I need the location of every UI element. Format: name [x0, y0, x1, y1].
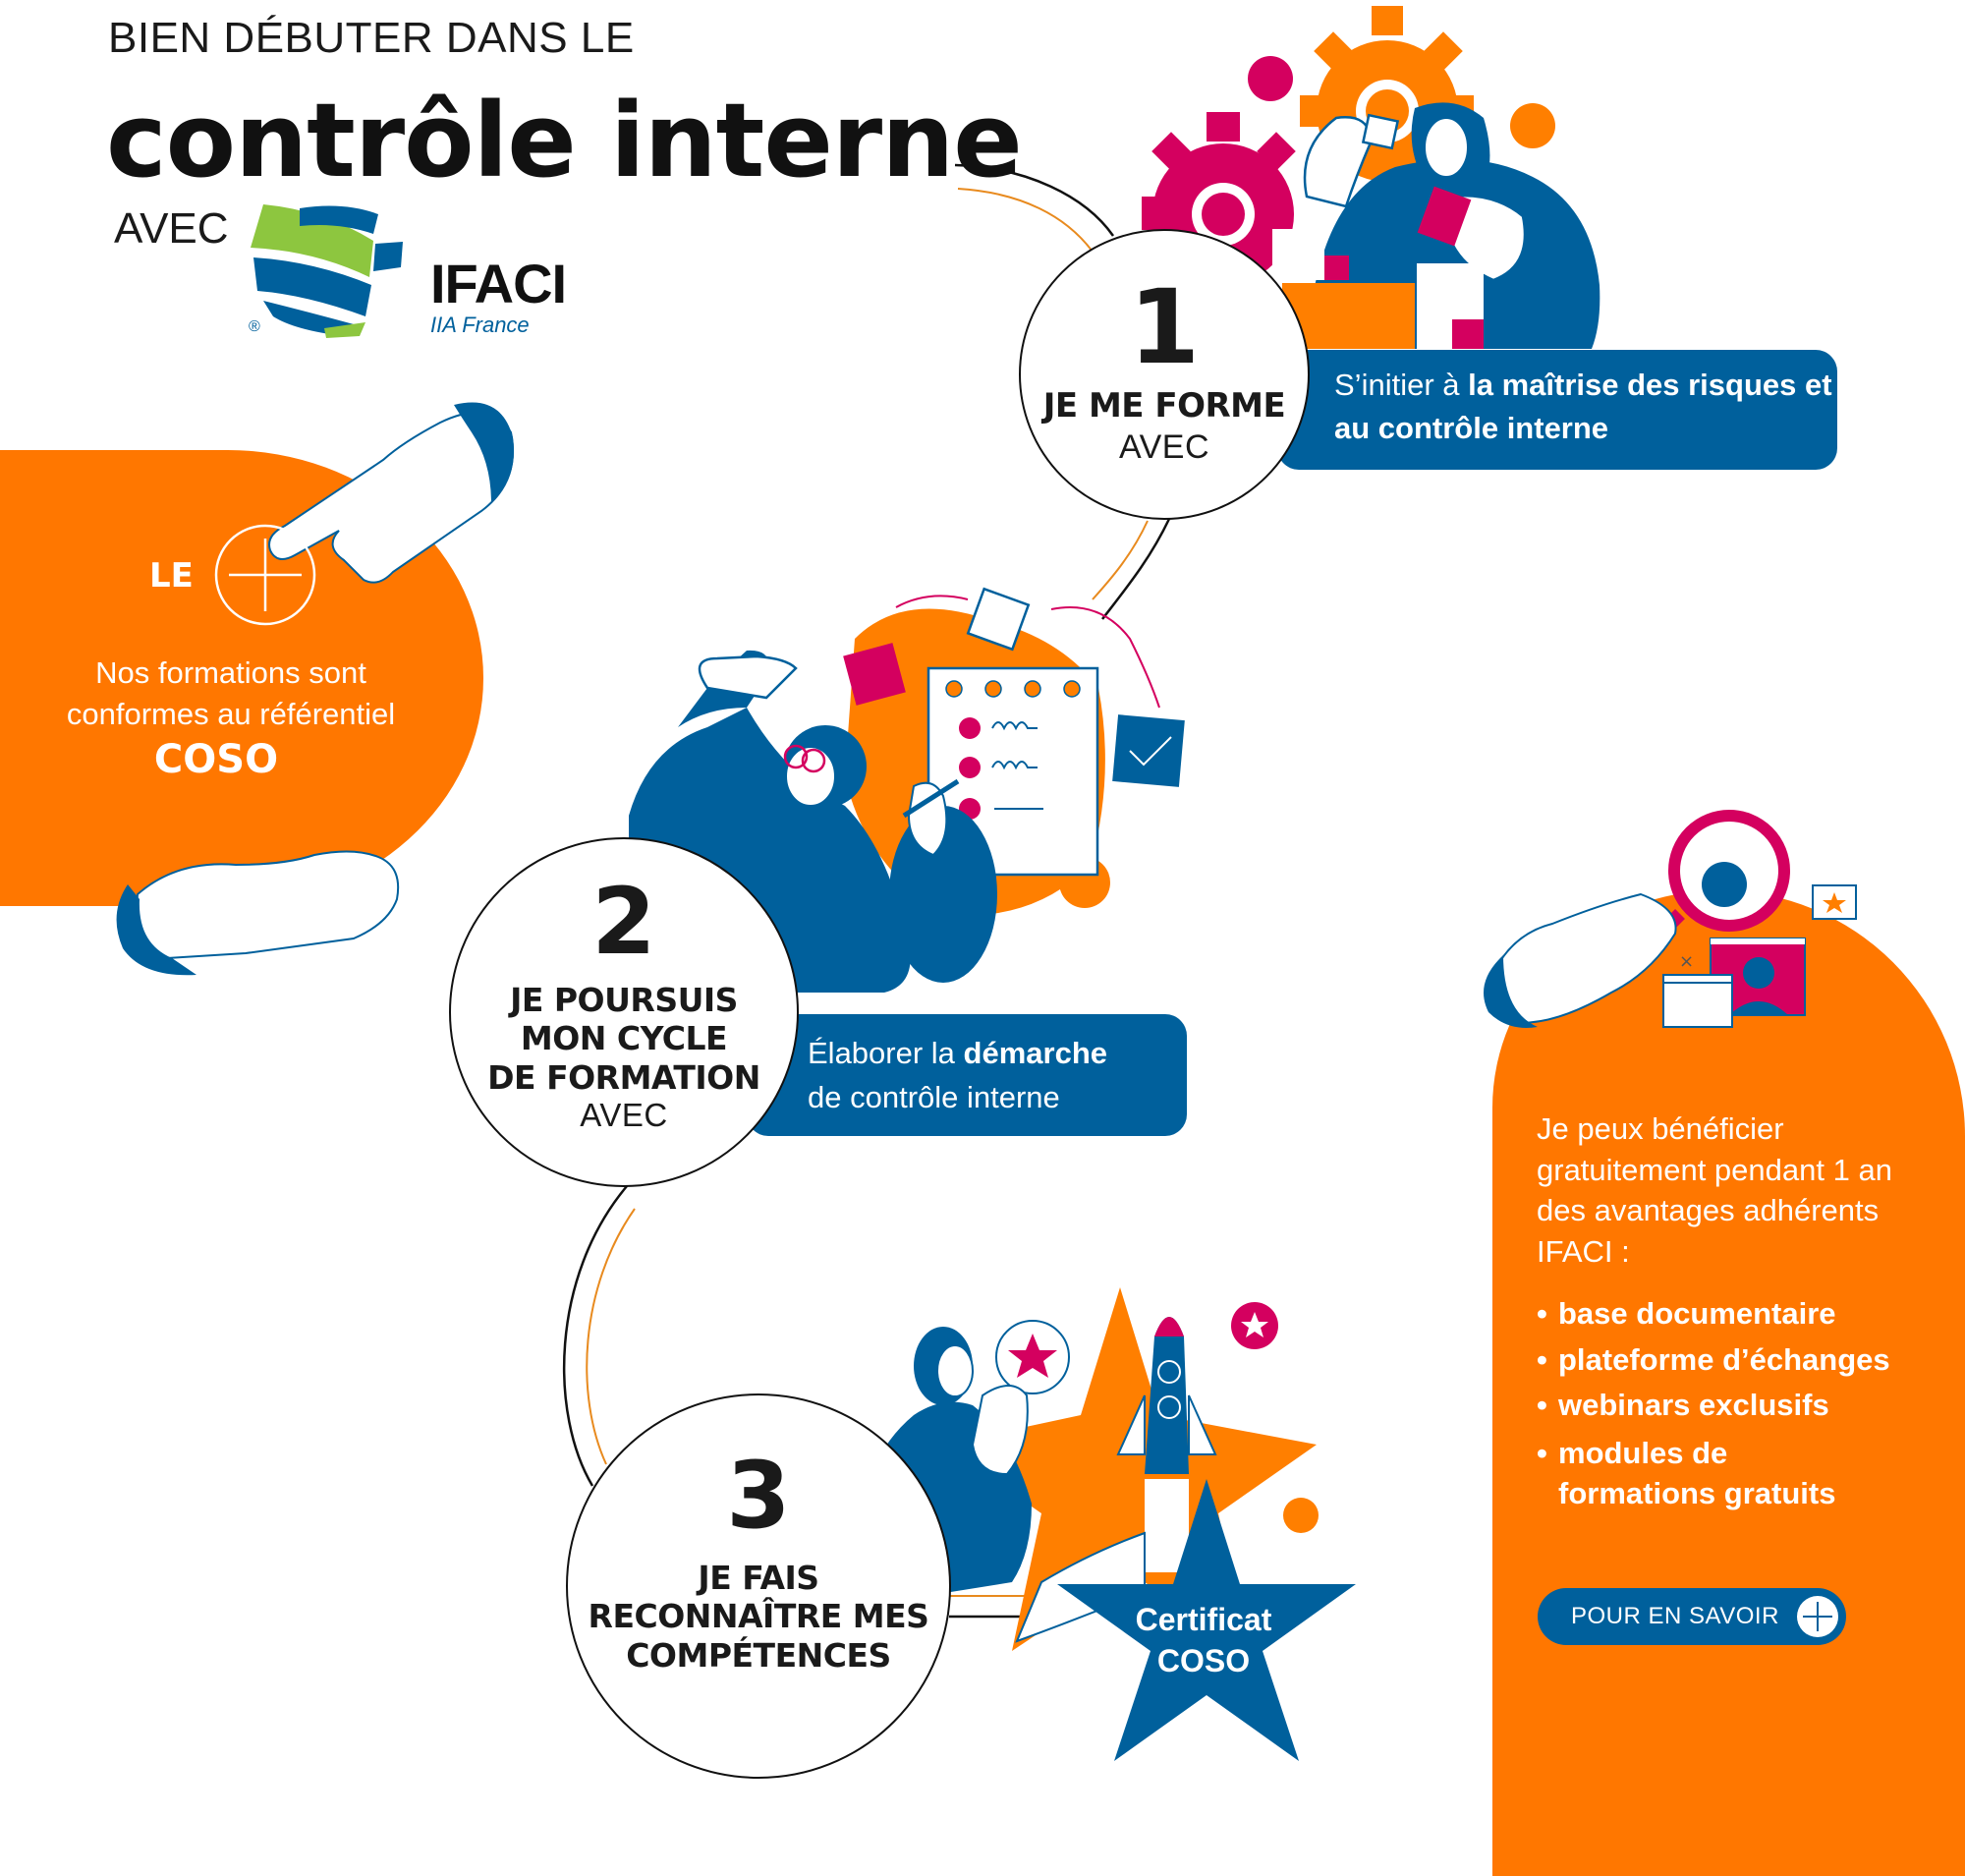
ifaci-logo-wordmark: IFACI — [430, 253, 567, 314]
ifaci-logo-icon — [251, 204, 403, 338]
page-title: contrôle interne — [106, 81, 1023, 200]
benefit-item: webinars exclusifs — [1537, 1383, 1949, 1429]
video-call-illustration: × — [1662, 884, 1857, 1028]
certificate-star-icon — [1057, 1479, 1356, 1761]
svg-text:×: × — [1679, 951, 1694, 972]
plus-icon-lines — [229, 539, 302, 611]
benefits-list: base documentaire plateforme d’échanges … — [1537, 1291, 1949, 1514]
step-3-number: 3 — [726, 1442, 791, 1550]
step-2-title-line-2: MON CYCLE — [520, 1019, 728, 1058]
step-1-number: 1 — [1128, 267, 1201, 388]
step-2-circle: 2 JE POURSUIS MON CYCLE DE FORMATION AVE… — [449, 837, 799, 1187]
benefit-item: base documentaire — [1537, 1291, 1949, 1337]
step-1-description-bold: la maîtrise des risques et au contrôle i… — [1334, 368, 1832, 446]
person-assembling-illustration — [1272, 102, 1600, 349]
certificate-label: Certificat COSO — [1086, 1600, 1321, 1681]
ifaci-logo-subtitle: IIA France — [430, 313, 530, 337]
magnifier-illustration — [1484, 810, 1790, 1028]
step-2-description-light: Élaborer la — [808, 1036, 964, 1070]
receiving-hand-illustration — [116, 850, 400, 976]
header-kicker: BIEN DÉBUTER DANS LE — [108, 14, 635, 62]
step-3-title-line-2: RECONNAÎTRE MES — [588, 1597, 929, 1636]
step-2-description-bold: démarche — [963, 1036, 1107, 1070]
learn-more-button[interactable]: POUR EN SAVOIR — [1538, 1588, 1846, 1645]
plus-circle-icon — [214, 524, 316, 626]
step-1-description-light: S’initier à — [1334, 368, 1469, 402]
step-1-circle: 1 JE ME FORME AVEC — [1019, 229, 1310, 520]
step-2-title-line-3: DE FORMATION — [487, 1057, 760, 1097]
coso-highlight: COSO — [153, 737, 279, 782]
benefits-intro: Je peux bénéficier gratuitement pendant … — [1537, 1111, 1892, 1269]
plus-circle-icon — [1797, 1596, 1838, 1637]
step-3-circle: 3 JE FAIS RECONNAÎTRE MES COMPÉTENCES — [566, 1393, 951, 1779]
step-3-title-line-1: JE FAIS — [698, 1558, 819, 1597]
benefit-item: plateforme d’échanges — [1537, 1337, 1949, 1384]
step-1-description: S’initier à la maîtrise des risques et a… — [1277, 350, 1837, 470]
certificate-line-2: COSO — [1156, 1642, 1251, 1678]
pointing-hand-illustration — [268, 402, 515, 584]
step-2-description: Élaborer la démarche de contrôle interne — [747, 1014, 1187, 1136]
step-3-title-line-3: COMPÉTENCES — [626, 1635, 891, 1675]
header-avec: AVEC — [114, 204, 229, 253]
coso-panel-text: Nos formations sont conformes au référen… — [66, 655, 396, 731]
step-1-title: JE ME FORME — [1042, 386, 1286, 426]
certificate-line-1: Certificat — [1135, 1602, 1272, 1637]
registered-mark: ® — [249, 318, 260, 335]
step-1-avec: AVEC — [1118, 427, 1210, 466]
learn-more-label: POUR EN SAVOIR — [1571, 1603, 1779, 1629]
step-2-description-light-2: de contrôle interne — [808, 1079, 1060, 1114]
step-2-title-line-1: JE POURSUIS — [510, 980, 738, 1019]
step-2-number: 2 — [591, 868, 656, 976]
benefit-item: modules de formations gratuits — [1537, 1433, 1873, 1514]
step-2-avec: AVEC — [580, 1097, 668, 1134]
le-plus-label: LE — [149, 556, 194, 596]
